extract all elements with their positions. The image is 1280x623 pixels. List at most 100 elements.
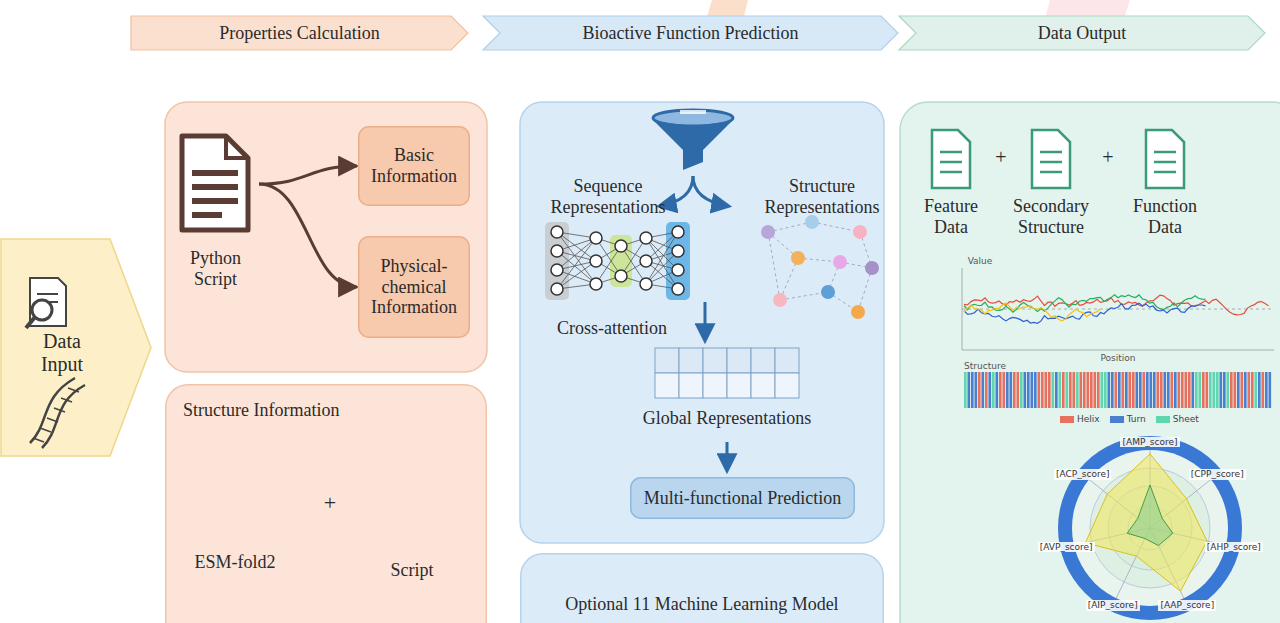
structure-bar bbox=[1153, 372, 1156, 408]
nn-neuron bbox=[672, 283, 684, 295]
peach-panel bbox=[165, 102, 487, 372]
text-label: Value bbox=[960, 256, 1000, 266]
chart-line bbox=[964, 295, 1269, 315]
nn-neuron bbox=[551, 283, 563, 295]
structure-bar bbox=[1090, 372, 1093, 408]
dna-rung bbox=[40, 428, 51, 432]
chart-line bbox=[964, 295, 1206, 312]
structure-bar bbox=[1069, 372, 1072, 408]
node-box: Properties Calculation bbox=[130, 15, 469, 51]
funnel-icon bbox=[653, 110, 733, 170]
structure-bar bbox=[1251, 372, 1254, 408]
structure-bar bbox=[1055, 372, 1058, 408]
blue-panel bbox=[520, 102, 884, 543]
structure-bar bbox=[1192, 372, 1195, 408]
structure-bar bbox=[1087, 372, 1090, 408]
text-label: + bbox=[989, 146, 1013, 169]
structure-bar bbox=[1129, 372, 1132, 408]
panel-box bbox=[166, 385, 487, 623]
neural-network-icon bbox=[545, 222, 690, 300]
structure-bar bbox=[971, 372, 974, 408]
structure-bar bbox=[1188, 372, 1191, 408]
structure-bar bbox=[1006, 372, 1009, 408]
structure-bar bbox=[1041, 372, 1044, 408]
nn-neuron bbox=[590, 232, 602, 244]
dna-rung bbox=[47, 418, 58, 422]
structure-bar bbox=[1066, 372, 1069, 408]
structure-bar bbox=[968, 372, 971, 408]
structure-bar bbox=[1034, 372, 1037, 408]
structure-bar bbox=[1167, 372, 1170, 408]
grid-cell bbox=[679, 373, 703, 398]
structure-bar bbox=[1013, 372, 1016, 408]
python-script-icon bbox=[182, 136, 248, 230]
node-text: Bioactive Function Prediction bbox=[490, 23, 891, 44]
structure-bar bbox=[1083, 372, 1086, 408]
structure-bar bbox=[1097, 372, 1100, 408]
dna-strand bbox=[42, 385, 85, 448]
mint-panel bbox=[900, 102, 1280, 623]
structure-bar bbox=[982, 372, 985, 408]
structure-bar bbox=[996, 372, 999, 408]
structure-bar bbox=[978, 372, 981, 408]
split-arrow bbox=[693, 176, 728, 206]
node-text: Data Output bbox=[906, 23, 1258, 44]
representation-grid bbox=[655, 348, 799, 398]
structure-bar bbox=[1220, 372, 1223, 408]
dna-rung bbox=[61, 398, 72, 402]
structure-bar bbox=[1101, 372, 1104, 408]
structure-bar bbox=[975, 372, 978, 408]
structure-bar bbox=[1244, 372, 1247, 408]
structure-bar bbox=[1122, 372, 1125, 408]
structure-bar bbox=[1185, 372, 1188, 408]
grid-cell bbox=[727, 373, 751, 398]
structure-bar bbox=[1255, 372, 1258, 408]
dna-rung bbox=[54, 408, 65, 412]
nn-neuron bbox=[615, 270, 627, 282]
step-banner bbox=[483, 16, 898, 50]
radar-axis-label: [AIP_score] bbox=[1086, 600, 1140, 610]
structure-bar bbox=[1160, 372, 1163, 408]
structure-bar bbox=[1157, 372, 1160, 408]
legend-swatch bbox=[1156, 416, 1170, 423]
node-box: Data Output bbox=[898, 15, 1266, 51]
process-box bbox=[631, 478, 855, 519]
structure-bar bbox=[1213, 372, 1216, 408]
structure-bar bbox=[1076, 372, 1079, 408]
radar-ring bbox=[1058, 436, 1242, 620]
node-text: Basic Information bbox=[366, 145, 462, 186]
legend-item: Turn bbox=[1110, 414, 1146, 424]
legend-text: Helix bbox=[1077, 414, 1100, 424]
grid-cell bbox=[727, 348, 751, 373]
structure-bar bbox=[1048, 372, 1051, 408]
radar-axis-label: [AAP_score] bbox=[1158, 600, 1216, 610]
nn-neuron bbox=[672, 264, 684, 276]
structure-bar bbox=[1237, 372, 1240, 408]
radar-series bbox=[1127, 485, 1173, 545]
text-label: Global Representations bbox=[612, 408, 842, 429]
legend-swatch bbox=[1060, 416, 1074, 423]
text-label: + bbox=[318, 490, 342, 515]
node-box: Data Input bbox=[0, 238, 152, 457]
grid-cell bbox=[751, 348, 775, 373]
structure-bar bbox=[1230, 372, 1233, 408]
node-box: Physical-chemical Information bbox=[358, 236, 470, 338]
node-box: Bioactive Function Prediction bbox=[482, 15, 899, 51]
structure-bar bbox=[1104, 372, 1107, 408]
nn-neuron bbox=[551, 245, 563, 257]
structure-bar bbox=[1115, 372, 1118, 408]
structure-bar bbox=[999, 372, 1002, 408]
structure-bar bbox=[964, 372, 967, 408]
structure-bar bbox=[1178, 372, 1181, 408]
dna-rung bbox=[68, 388, 79, 392]
structure-bar bbox=[1024, 372, 1027, 408]
node-text: Physical-chemical Information bbox=[366, 256, 462, 318]
structure-bar bbox=[1010, 372, 1013, 408]
structure-bar bbox=[1269, 372, 1272, 408]
structure-bar bbox=[1234, 372, 1237, 408]
structure-bar bbox=[1073, 372, 1076, 408]
structure-bar bbox=[1118, 372, 1121, 408]
structure-bar bbox=[1195, 372, 1198, 408]
chart-line bbox=[964, 303, 1101, 321]
text-label: Structure Representations bbox=[757, 176, 887, 217]
